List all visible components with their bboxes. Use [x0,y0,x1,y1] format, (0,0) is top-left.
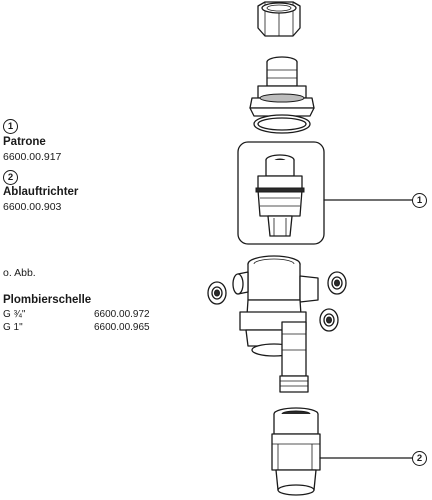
item-number-ablauftrichter: 6600.00.903 [3,201,62,213]
upper-connector-part [249,56,315,134]
size-label-g1: G 1" [3,322,23,333]
main-body-part [232,255,319,393]
side-plug-left [207,281,227,305]
callout-marker-2: 2 [412,451,427,466]
size-number-g34: 6600.00.972 [94,309,150,320]
hex-nut-part [257,1,301,37]
size-label-g34: G ¾" [3,309,26,320]
size-number-g1: 6600.00.965 [94,322,150,333]
item-marker-1: 1 [3,119,18,134]
callout-marker-1: 1 [412,193,427,208]
side-plug-right-upper [327,271,347,295]
not-shown-note: o. Abb. [3,267,36,279]
item-number-patrone: 6600.00.917 [3,151,62,163]
item-title-ablauftrichter: Ablauftrichter [3,186,79,198]
item-title-patrone: Patrone [3,136,46,148]
section-title-plombierschelle: Plombierschelle [3,294,92,306]
parts-legend: 1 Patrone 6600.00.917 2 Ablauftrichter 6… [0,0,200,500]
drain-funnel-part [271,407,321,496]
side-plug-right-lower [319,308,339,332]
item-marker-2: 2 [3,170,18,185]
cartridge-detail-box [237,141,325,245]
